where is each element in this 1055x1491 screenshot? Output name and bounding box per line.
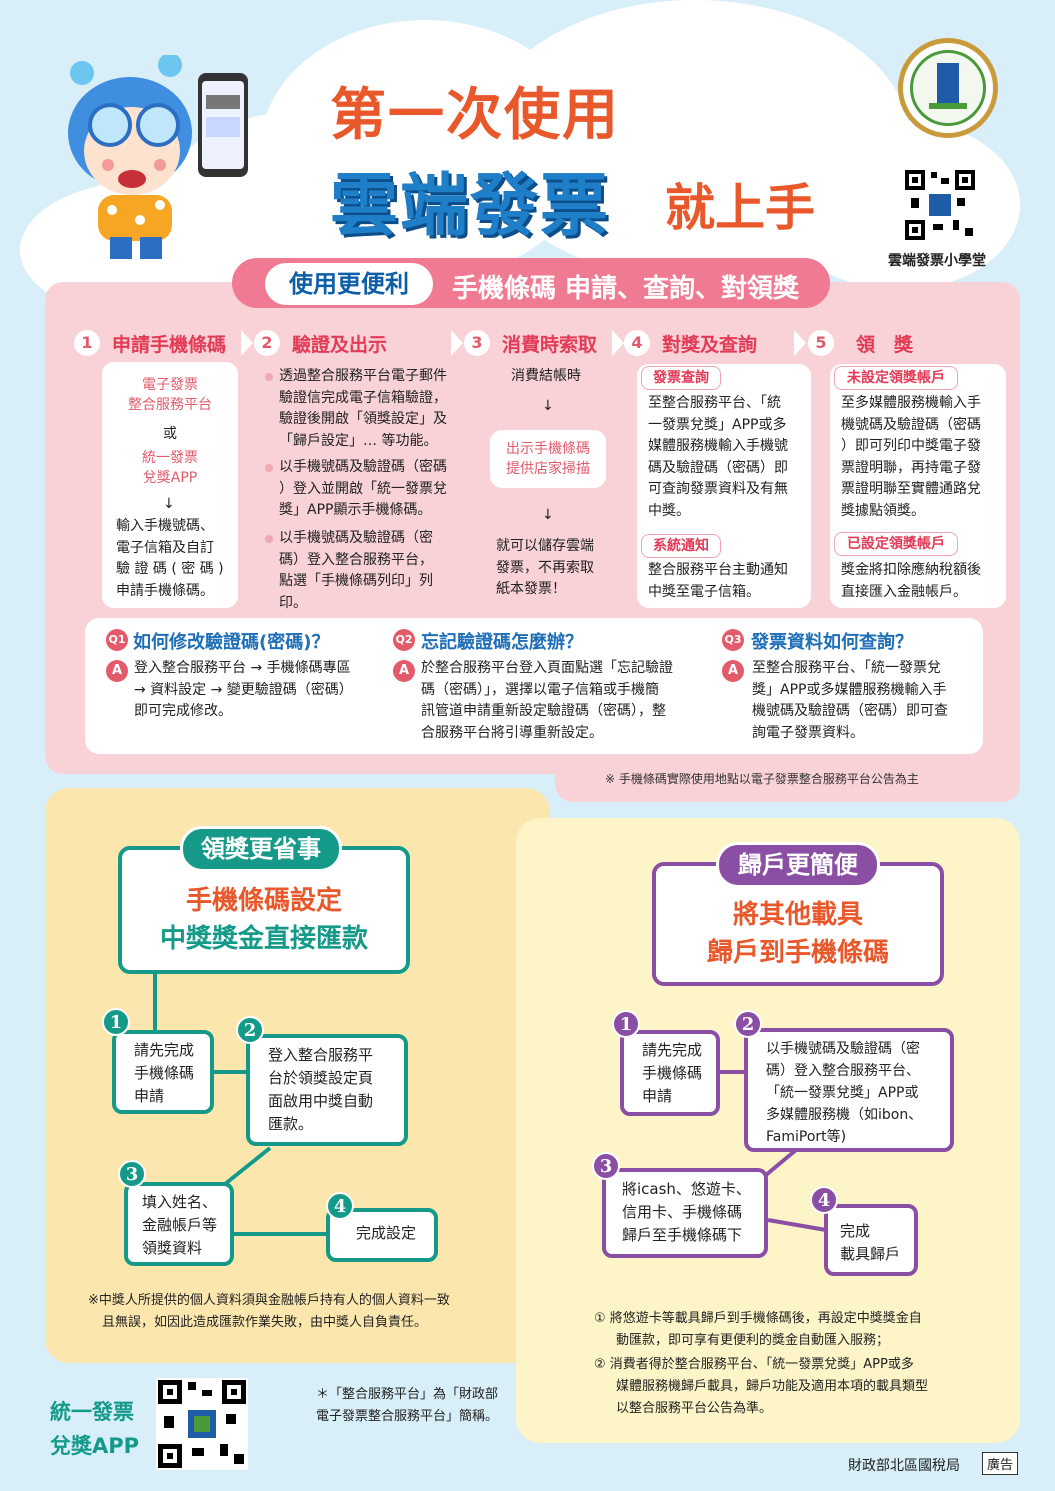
step1-desc: 輸入手機號碼、 電子信箱及自訂 驗 證 碼 ( 密 碼 ) 申請手機條碼。 [116, 518, 224, 599]
q3-badge: Q3 [722, 629, 744, 651]
prize-step-1: 請先完成手機條碼申請 [112, 1030, 214, 1114]
step5-tag-2: 已設定領獎帳戶 [834, 532, 958, 556]
prize-step-1-number: 1 [102, 1008, 130, 1036]
step-title: 驗證及出示 [292, 334, 388, 356]
step-arrow-icon [794, 330, 806, 356]
prize-pill: 領獎更省事 [180, 826, 342, 872]
step-title: 對獎及查詢 [662, 334, 758, 356]
carrier-step-2-number: 2 [734, 1010, 762, 1038]
down-arrow-icon: ↓ [542, 398, 554, 414]
step4-card [637, 364, 811, 608]
step2-bullet-1: 透過整合服務平台電子郵件驗證信完成電子信箱驗證，驗證後開啟「領獎設定」及「歸戶設… [279, 368, 447, 449]
ad-label: 廣告 [982, 1452, 1019, 1475]
ribbon-text: 手機條碼 申請、查詢、對領獎 [452, 274, 800, 304]
carrier-step-2: 以手機號碼及驗證碼（密碼）登入整合服務平台、「統一發票兌獎」APP或多媒體服務機… [744, 1028, 954, 1152]
carrier-step-1: 請先完成手機條碼申請 [620, 1030, 720, 1116]
emblem-logo-inner [910, 50, 986, 126]
step-title: 消費時索取 [502, 334, 598, 356]
bullet-icon [265, 464, 273, 472]
carrier-step-1-number: 1 [612, 1010, 640, 1038]
step-title: 領 獎 [856, 334, 914, 356]
bullet-icon [265, 535, 273, 543]
faq-question-1: 如何修改驗證碼(密碼)？ [133, 632, 330, 653]
step3-scan-box: 出示手機條碼 提供店家掃描 [490, 430, 606, 488]
title-line-1: 第一次使用 [330, 83, 620, 148]
carrier-pill: 歸戶更簡便 [716, 842, 880, 888]
faq-answer-2: 於整合服務平台登入頁面點選「忘記驗證碼（密碼）」，選擇以電子信箱或手機簡訊管道申… [421, 660, 673, 741]
step4-desc-2: 整合服務平台主動通知中獎至電子信箱。 [648, 562, 788, 600]
a1-badge: A [106, 660, 128, 682]
step5-tag-1: 未設定領獎帳戶 [834, 366, 958, 390]
step-number: 1 [74, 330, 100, 356]
step1-card [102, 362, 238, 608]
step-number: 5 [808, 330, 834, 356]
qr-label: 雲端發票小學堂 [888, 253, 986, 269]
faq-answer-3: 至整合服務平台、「統一發票兌獎」APP或多媒體服務機輸入手機號碼及驗證碼（密碼）… [752, 660, 948, 741]
prize-headline: 手機條碼設定 中獎獎金直接匯款 [159, 886, 368, 954]
qr-code-icon [903, 168, 977, 242]
step2-bullet-2: 以手機號碼及驗證碼（密碼）登入並開啟「統一發票兌獎」APP顯示手機條碼。 [279, 459, 447, 518]
faq-question-3: 發票資料如何查詢？ [751, 632, 913, 653]
down-arrow-icon: ↓ [163, 496, 175, 512]
cloud [780, 120, 1020, 290]
app-label: 統一發票 兌獎APP [50, 1400, 140, 1458]
step-arrow-icon [241, 330, 253, 356]
prize-step-4-number: 4 [326, 1192, 354, 1220]
step-number: 4 [624, 330, 650, 356]
step4-tag-2: 系統通知 [641, 534, 721, 558]
step-number: 2 [254, 330, 280, 356]
faq-question-2: 忘記驗證碼怎麼辦？ [421, 632, 583, 653]
carrier-footnote-2: ② 消費者得於整合服務平台、「統一發票兌獎」APP或多 媒體服務機歸戶載具，歸戶… [594, 1357, 929, 1416]
step4-desc-1: 至整合服務平台、「統一發票兌獎」APP或多媒體服務機輸入手機號碼及驗證碼（密碼）… [648, 395, 788, 519]
usage-panel-note-strip [555, 760, 1020, 802]
step-number: 3 [464, 330, 490, 356]
step2-bullet-3: 以手機號碼及驗證碼（密碼）登入整合服務平台，點選「手機條碼列印」列印。 [279, 530, 433, 611]
prize-step-3: 填入姓名、金融帳戶等領獎資料 [124, 1182, 234, 1266]
bullet-icon [265, 373, 273, 381]
title-line-2: 雲端發票 [328, 166, 611, 248]
step1-option-1: 電子發票 整合服務平台 [128, 377, 212, 413]
down-arrow-icon: ↓ [542, 507, 554, 523]
a2-badge: A [393, 660, 415, 682]
step5-desc-2: 獎金將扣除應納稅額後直接匯入金融帳戶。 [841, 562, 981, 600]
step5-desc-1: 至多媒體服務機輸入手機號碼及驗證碼（密碼）即可列印中獎電子發票證明聯，再持電子發… [841, 395, 981, 519]
step3-desc: 就可以儲存雲端發票，不再索取紙本發票！ [496, 538, 594, 597]
prize-step-2-number: 2 [236, 1016, 264, 1044]
carrier-headline: 將其他載具 歸戶到手機條碼 [706, 900, 889, 968]
app-qr-code-icon [156, 1378, 248, 1470]
carrier-step-3-number: 3 [592, 1152, 620, 1180]
agency-name: 財政部北區國稅局 [848, 1458, 960, 1474]
faq-panel [85, 618, 983, 754]
a3-badge: A [722, 660, 744, 682]
step1-option-2: 統一發票 兌獎APP [142, 450, 198, 486]
platform-abbreviation-note: ＊「整合服務平台」為「財政部 電子發票整合服務平台」簡稱。 [316, 1387, 499, 1424]
prize-step-2: 登入整合服務平台於領獎設定頁面啟用中獎自動匯款。 [246, 1034, 408, 1146]
prize-step-3-number: 3 [118, 1160, 146, 1188]
step-title: 申請手機條碼 [112, 334, 227, 356]
step1-or: 或 [163, 426, 177, 442]
faq-answer-1: 登入整合服務平台 → 手機條碼專區→ 資料設定 → 變更驗證碼（密碼）即可完成修… [134, 660, 353, 719]
carrier-step-4-number: 4 [810, 1186, 838, 1214]
step-arrow-icon [612, 330, 624, 356]
carrier-step-3: 將icash、悠遊卡、信用卡、手機條碼歸戶至手機條碼下 [602, 1168, 768, 1258]
q1-badge: Q1 [106, 629, 128, 651]
q2-badge: Q2 [393, 629, 415, 651]
carrier-footnote-1: ① 將悠遊卡等載具歸戶到手機條碼後，再設定中獎獎金自 動匯款，即可享有更便利的獎… [594, 1311, 922, 1348]
step4-tag-1: 發票查詢 [641, 366, 721, 390]
prize-disclaimer: ※中獎人所提供的個人資料須與金融帳戶持有人的個人資料一致 且無誤，如因此造成匯款… [88, 1293, 450, 1330]
carrier-step-4: 完成載具歸戶 [824, 1204, 918, 1276]
title-line-3: 就上手 [665, 179, 815, 237]
step-arrow-icon [451, 330, 463, 356]
step5-card [830, 364, 1006, 608]
ribbon-pill: 使用更便利 [265, 263, 433, 305]
step3-top: 消費結帳時 [511, 368, 581, 384]
usage-footnote: ※ 手機條碼實際使用地點以電子發票整合服務平台公告為主 [605, 772, 919, 786]
mascot-illustration [50, 53, 265, 265]
